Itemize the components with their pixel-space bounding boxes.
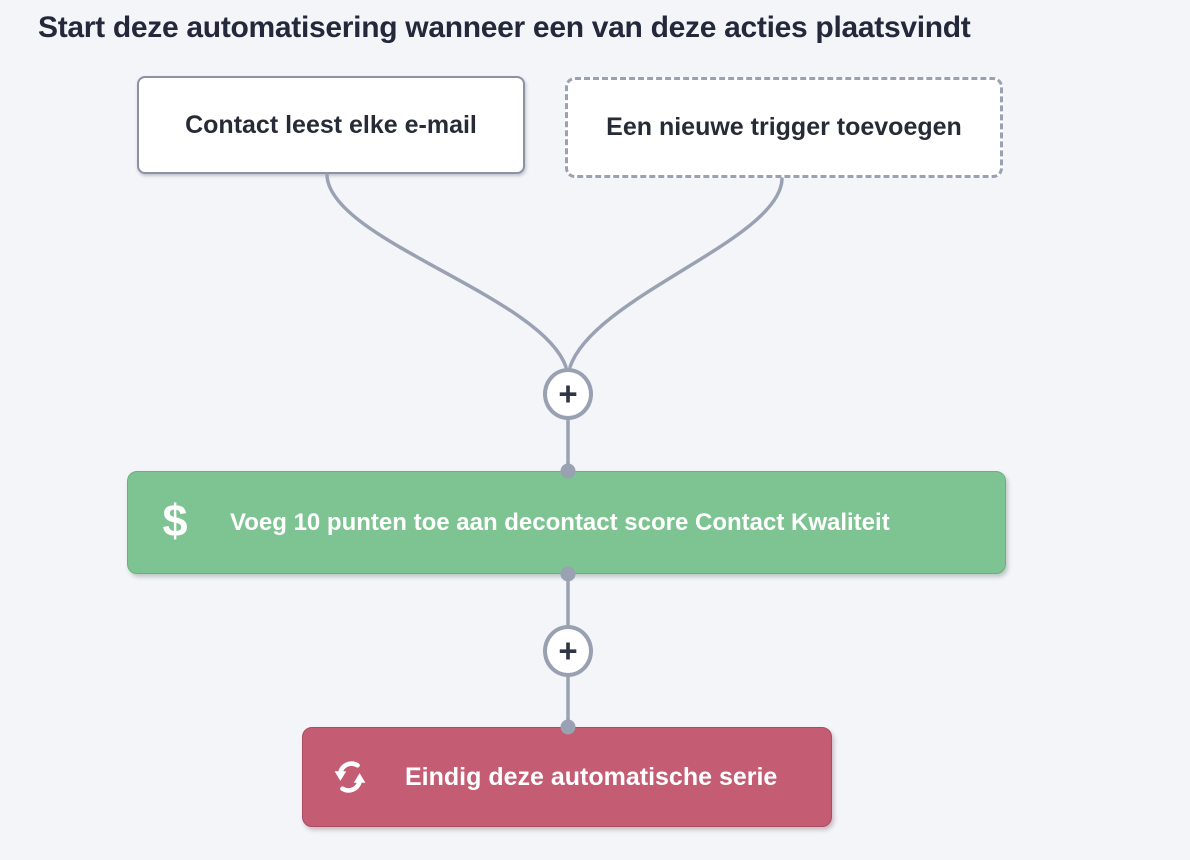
repeat-icon xyxy=(329,759,371,795)
page-title: Start deze automatisering wanneer een va… xyxy=(38,11,971,44)
add-step-button-top[interactable]: + xyxy=(543,368,593,420)
add-new-trigger-button[interactable]: Een nieuwe trigger toevoegen xyxy=(565,77,1003,178)
connector-right-trigger xyxy=(568,177,784,369)
action-label: Eindig deze automatische serie xyxy=(405,762,778,791)
action-label: Voeg 10 punten toe aan decontact score C… xyxy=(230,508,890,536)
action-end-automation[interactable]: Eindig deze automatische serie xyxy=(302,727,832,827)
trigger-contact-reads-email[interactable]: Contact leest elke e-mail xyxy=(137,76,525,174)
add-step-button-bottom[interactable]: + xyxy=(543,625,593,677)
action-add-score-points[interactable]: $ Voeg 10 punten toe aan decontact score… xyxy=(127,471,1006,574)
trigger-label: Contact leest elke e-mail xyxy=(185,110,477,139)
connector-left-trigger xyxy=(325,173,568,369)
trigger-label: Een nieuwe trigger toevoegen xyxy=(606,113,962,141)
dollar-icon: $ xyxy=(162,495,188,546)
